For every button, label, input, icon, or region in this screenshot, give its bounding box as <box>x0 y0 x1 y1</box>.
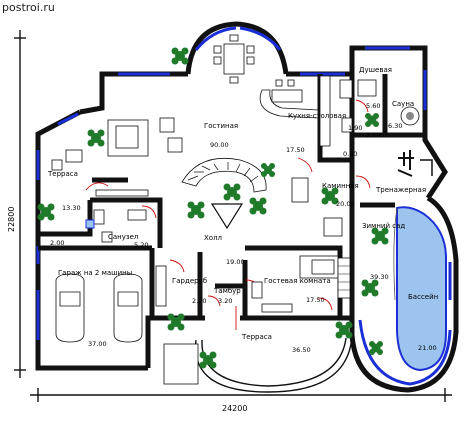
room-name: Санузел <box>108 233 138 241</box>
room-area: 21.00 <box>418 344 437 352</box>
room-area: 36.50 <box>292 346 311 354</box>
height-dimension: 22800 <box>7 207 16 232</box>
room-name: Душевая <box>359 66 392 74</box>
room-name: Тренажерная <box>375 186 426 194</box>
plant <box>335 321 353 339</box>
room-area: 13.30 <box>62 204 81 212</box>
room-name: Гостевая комната <box>264 277 331 285</box>
room-name: Зимний сад <box>362 222 405 230</box>
room-area: 19.00 <box>226 258 245 266</box>
room-name: Гостиная <box>204 122 238 130</box>
room-area: 17.50 <box>286 146 305 154</box>
room-name: Терраса <box>241 333 272 341</box>
room-area: 20.00 <box>336 200 355 208</box>
room-name: Холл <box>204 234 222 242</box>
plant <box>261 163 275 177</box>
pool-water <box>396 206 447 372</box>
room-area: 37.00 <box>88 340 107 348</box>
plant <box>365 113 379 127</box>
room-area: 0.80 <box>343 150 357 158</box>
room-area: 2.20 <box>192 297 206 305</box>
room-name: Кухня-столовая <box>288 112 346 120</box>
room-name: Каминная <box>322 182 359 190</box>
room-area: 17.50 <box>306 296 325 304</box>
width-dimension: 24200 <box>222 404 247 413</box>
plant <box>361 279 379 297</box>
room-name: Гардероб <box>172 277 207 285</box>
plant <box>199 351 217 369</box>
plant <box>37 203 55 221</box>
plant <box>187 201 205 219</box>
terrace-steps <box>163 343 199 385</box>
room-area: 90.00 <box>210 141 229 149</box>
room-area: 5.20 <box>134 241 148 249</box>
hall-marker <box>210 203 244 230</box>
pool-steps <box>393 207 398 301</box>
room-area: 2.10 <box>366 131 380 139</box>
room-name: Гараж на 2 машины <box>58 269 132 277</box>
plant <box>87 129 105 147</box>
plants <box>37 47 389 369</box>
plant <box>369 341 383 355</box>
room-name: Бассейн <box>408 293 438 301</box>
room-area: 39.30 <box>370 273 389 281</box>
room-area: 1.90 <box>348 124 362 132</box>
room-area: 2.00 <box>50 239 64 247</box>
room-name: Терраса <box>47 170 78 178</box>
plant <box>171 47 189 65</box>
room-area: 3.20 <box>218 297 232 305</box>
plant <box>321 187 339 205</box>
dimension-lines <box>14 30 452 402</box>
plant <box>371 227 389 245</box>
room-area: 6.30 <box>388 122 402 130</box>
room-area: 5.60 <box>366 102 380 110</box>
site-watermark: postroi.ru <box>2 1 55 14</box>
plant <box>167 313 185 331</box>
furniture <box>51 34 433 343</box>
room-name: Тамбур <box>213 287 241 295</box>
room-name: Сауна <box>392 100 414 108</box>
plant <box>249 197 267 215</box>
plant <box>223 183 241 201</box>
room-labels: Гостиная 90.00 Кухня-столовая 17.50 Душе… <box>47 66 438 354</box>
